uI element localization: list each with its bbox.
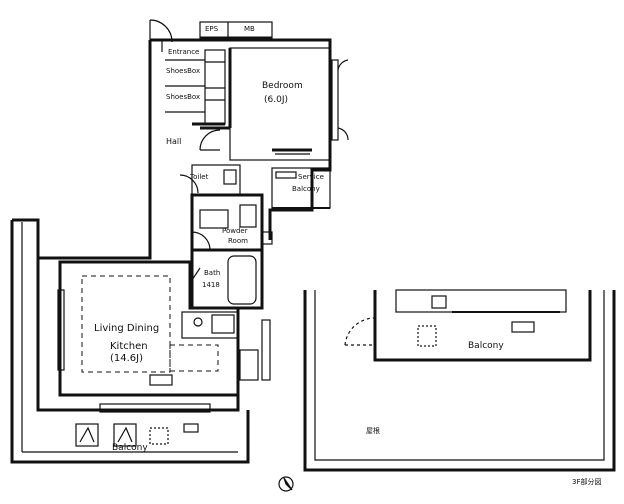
service-balcony-label-2: Balcony [292, 185, 320, 193]
service-balcony-label-1: Service [298, 173, 324, 181]
eps-label: EPS [205, 25, 219, 33]
bottom-balcony [10, 218, 250, 464]
entrance-label: Entrance [168, 48, 200, 56]
air-conditioner-icon [149, 374, 173, 386]
bedroom-area-label: (6.0J) [264, 95, 288, 105]
roof-label: 屋根 [366, 427, 380, 435]
upper-wing-walls [148, 38, 332, 240]
bedroom-label: Bedroom [262, 81, 303, 91]
entrance-door-swing [149, 19, 173, 43]
mb-label: MB [244, 25, 255, 33]
ldk-label-1: Living Dining [94, 323, 160, 334]
north-arrow-icon [278, 476, 294, 492]
right-balcony-diagram [303, 290, 616, 472]
shoes-box-block [204, 49, 226, 125]
bath-label: Bath [204, 269, 221, 277]
ldk-label-2: Kitchen [110, 341, 148, 352]
bath-room [190, 248, 264, 310]
ldk-area-label: (14.6J) [110, 353, 144, 364]
shoes-box-2-label: ShoesBox [166, 93, 201, 101]
toilet-label: Toilet [190, 173, 209, 181]
hall-door-swing [199, 129, 221, 151]
bedroom-door-swing [337, 59, 349, 71]
hall-label: Hall [166, 137, 182, 146]
bath-size-label: 1418 [202, 281, 220, 289]
right-balcony-label: Balcony [468, 341, 504, 351]
powder-room-label-1: Powder [222, 227, 248, 235]
powder-room [190, 193, 264, 252]
bottom-balcony-label: Balcony [112, 443, 148, 453]
powder-door-swing [191, 231, 211, 251]
shoes-box-1-label: ShoesBox [166, 67, 201, 75]
floor-note-label: 3F部分図 [572, 478, 602, 486]
powder-room-label-2: Room [228, 237, 248, 245]
